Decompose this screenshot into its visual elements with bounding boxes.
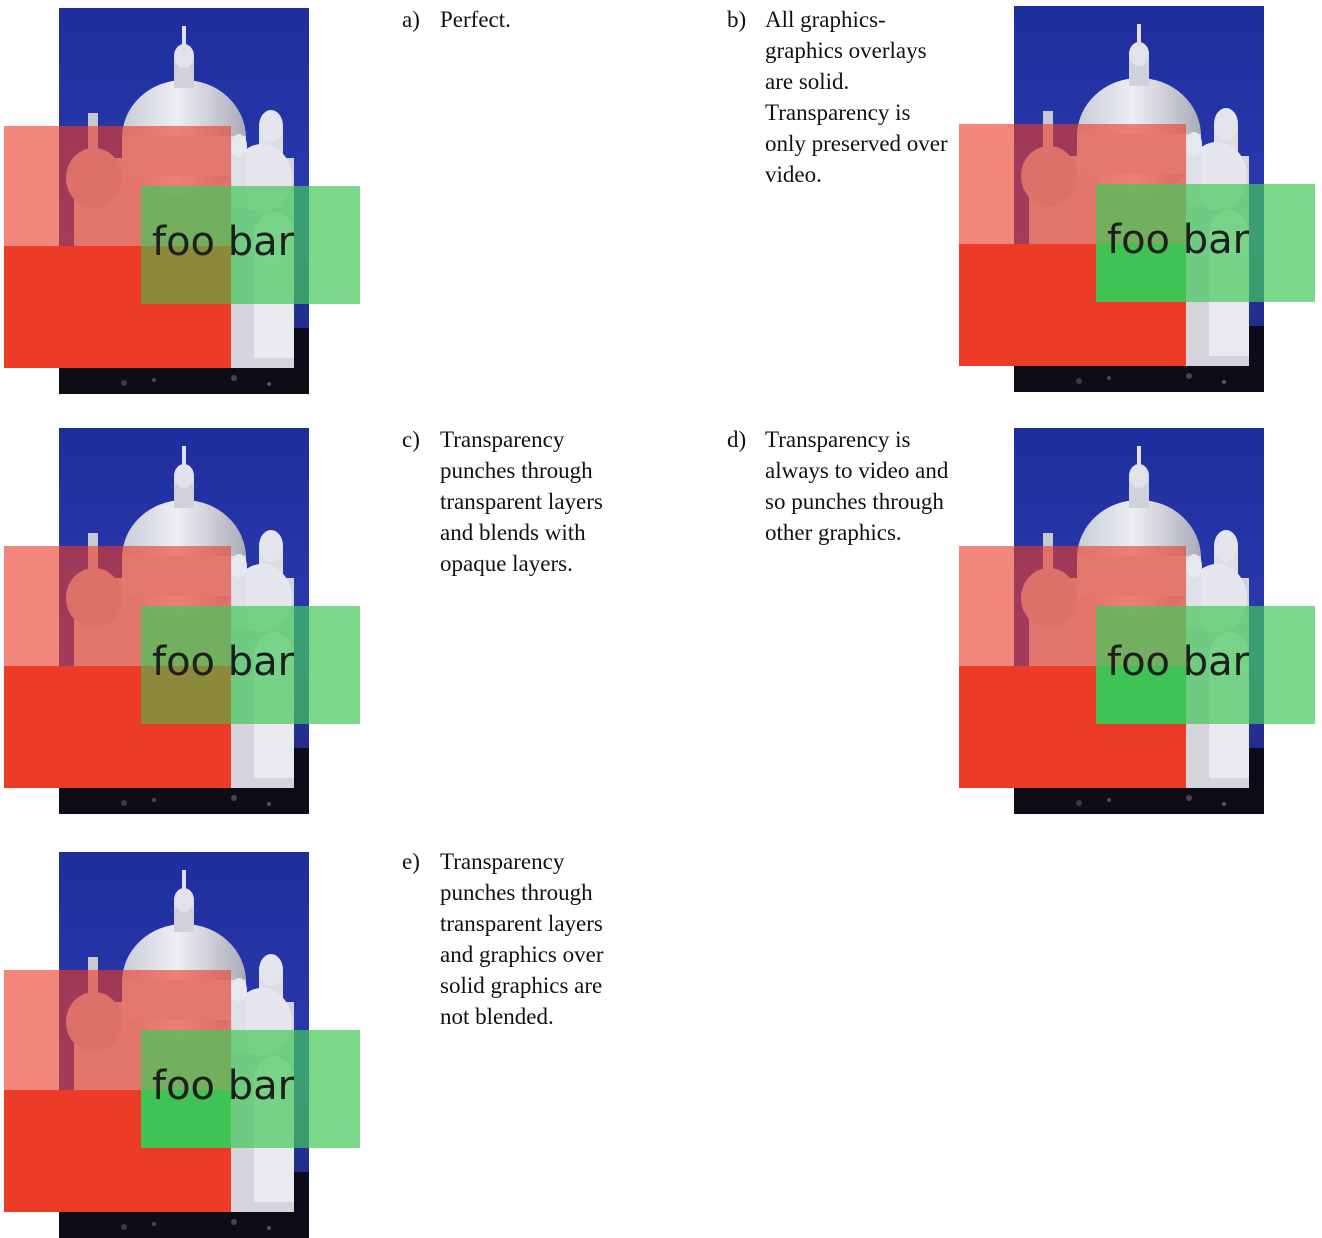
figure-e-overlay-text: foo bar [152,1063,295,1109]
figure-e-image: foo bar [4,852,360,1238]
figure-a-caption-text: Perfect. [440,7,511,32]
figure-d-letter: d) [727,427,747,452]
figure-c-overlay-text: foo bar [152,639,295,685]
figure-c-caption-text: Transparency punches through transparent… [440,427,603,576]
figure-b-overlay-text: foo bar [1107,217,1250,263]
figure-b-caption-text: All graphics-graphics overlays are solid… [765,7,948,187]
figure-a-caption: a) Perfect. [402,4,632,35]
figure-e-caption-text: Transparency punches through transparent… [440,849,604,1029]
figure-c-image: foo bar [4,428,360,814]
figure-d-overlay-text: foo bar [1107,639,1250,685]
figure-e-letter: e) [402,849,420,874]
figure-c-caption: c) Transparency punches through transpar… [402,424,632,579]
figure-c-letter: c) [402,427,420,452]
figure-b-image: foo bar [959,6,1315,392]
figure-b-letter: b) [727,7,747,32]
figure-d-image: foo bar [959,428,1315,814]
figure-d-caption-text: Transparency is always to video and so p… [765,427,949,545]
figure-d-caption: d) Transparency is always to video and s… [727,424,957,548]
figure-b-caption: b) All graphics-graphics overlays are so… [727,4,957,190]
figure-e-caption: e) Transparency punches through transpar… [402,846,632,1032]
figure-a-image: foo bar [4,8,360,394]
figure-a-overlay-text: foo bar [152,219,295,265]
figure-a-letter: a) [402,7,420,32]
